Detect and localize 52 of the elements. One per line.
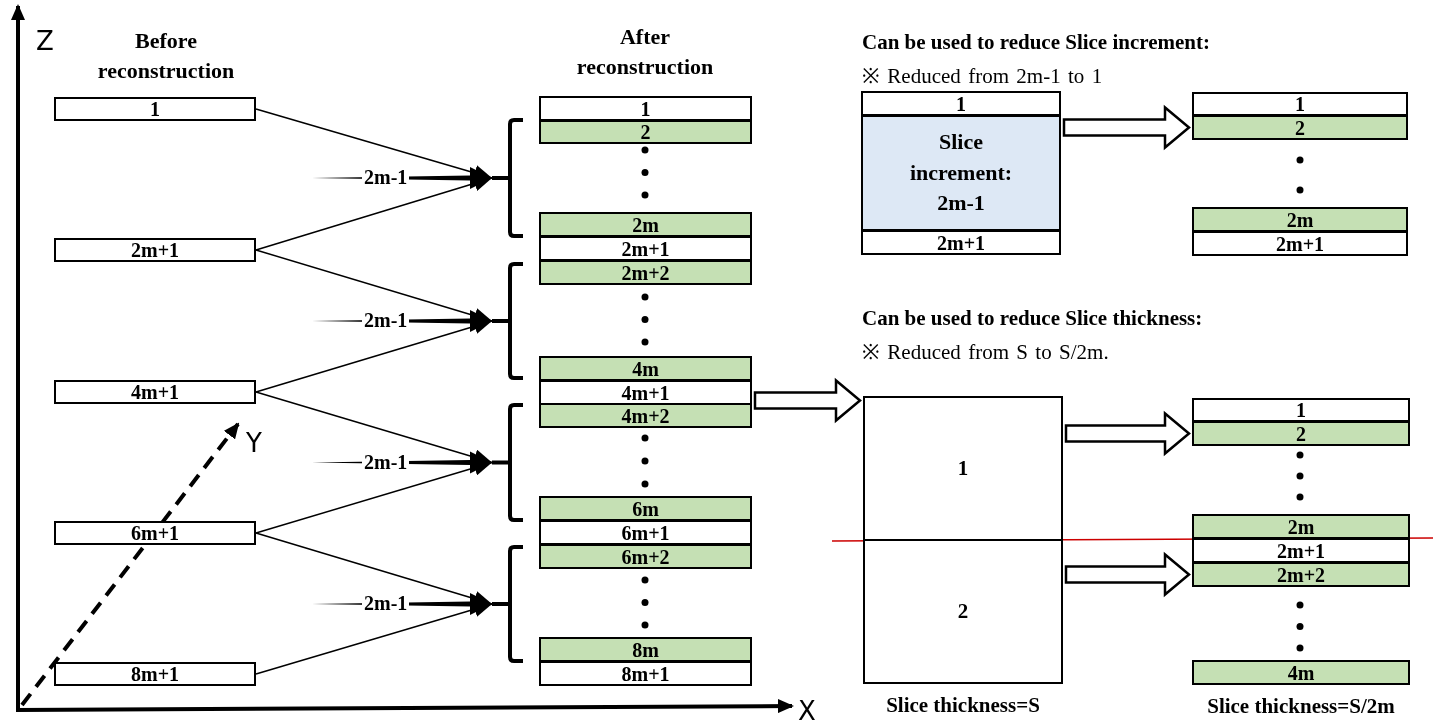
- slice-box: 6m: [539, 496, 752, 521]
- node-label: Slice thickness=S: [885, 693, 1041, 718]
- slice-box: 8m: [539, 637, 752, 662]
- slice-box: 1: [861, 91, 1061, 116]
- slice-box: 1: [1192, 398, 1410, 422]
- slice-box: 8m+1: [539, 661, 752, 686]
- node-label: Slice thickness=S/2m: [1206, 694, 1396, 719]
- slice-box: 2m+1: [1192, 231, 1408, 256]
- section-heading: Can be used to reduce Slice thickness:: [862, 306, 1203, 331]
- axis-label: Z: [36, 26, 54, 56]
- slice-box: 1: [539, 96, 752, 121]
- bracket: [492, 403, 524, 522]
- slice-box: 6m+2: [539, 544, 752, 569]
- slice-box: 2m+2: [539, 260, 752, 285]
- slice-box: 4m: [1192, 660, 1410, 685]
- note: ※ Reduced from S to S/2m.: [862, 339, 1109, 365]
- axis-label: X: [798, 696, 816, 723]
- slice-box: 2m+2: [1192, 562, 1410, 587]
- slice-box: 2m+1: [861, 230, 1061, 255]
- slab-box: 2: [863, 539, 1063, 684]
- note: ※ Reduced from 2m-1 to 1: [862, 63, 1103, 89]
- slice-box: 2: [1192, 421, 1410, 446]
- slice-box: 4m+2: [539, 403, 752, 428]
- slice-box: 6m+1: [54, 521, 256, 545]
- axis-label: Y: [246, 428, 262, 458]
- slice-box: 2m: [1192, 207, 1408, 232]
- slice-box: 2m+1: [1192, 538, 1410, 563]
- block-arrow: [1064, 410, 1191, 457]
- slice-box: 2: [539, 120, 752, 144]
- section-heading: Can be used to reduce Slice increment:: [862, 30, 1211, 55]
- column-heading: After reconstruction: [575, 23, 715, 81]
- column-heading: Before reconstruction: [96, 27, 236, 85]
- slice-box: 2m: [539, 212, 752, 237]
- slice-box: 2m+1: [539, 236, 752, 261]
- slab-box: 1: [863, 396, 1063, 541]
- slice-box: 2: [1192, 115, 1408, 140]
- slice-box: 4m+1: [539, 380, 752, 405]
- slice-box: 4m: [539, 356, 752, 381]
- block-arrow: [1064, 551, 1191, 598]
- block-arrow: [1062, 104, 1191, 151]
- slice-box: 6m+1: [539, 520, 752, 545]
- bracket: [492, 262, 524, 380]
- block-arrow: [753, 377, 862, 424]
- slice-box: 4m+1: [54, 380, 256, 404]
- slice-box: 2m: [1192, 514, 1410, 539]
- bracket: [492, 545, 524, 663]
- bracket: [492, 118, 524, 238]
- slice-box: 1: [54, 97, 256, 121]
- slab-box: Slice increment: 2m-1: [861, 115, 1061, 231]
- slice-box: 2m+1: [54, 238, 256, 262]
- slice-box: 8m+1: [54, 662, 256, 686]
- slice-box: 1: [1192, 92, 1408, 116]
